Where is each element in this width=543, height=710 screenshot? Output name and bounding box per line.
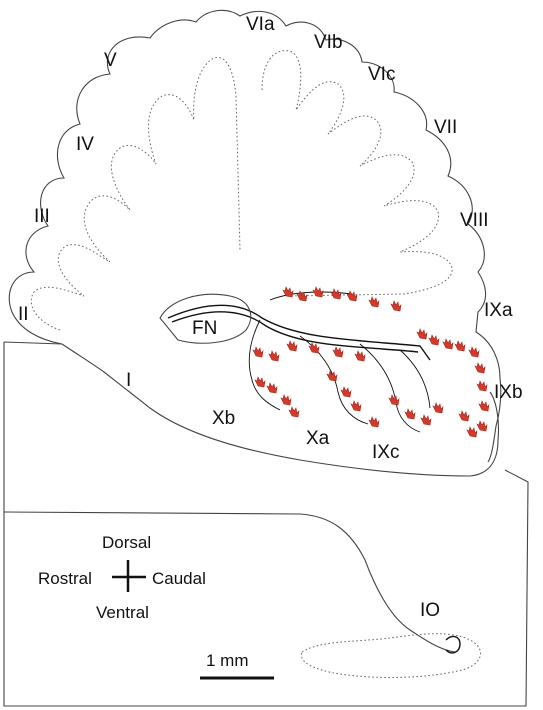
lobule-label-VII: VII — [434, 117, 457, 138]
labeled-terminal-tuft — [474, 362, 486, 374]
labeled-terminal-tuft — [288, 406, 300, 418]
brainstem-outline — [3, 341, 529, 707]
labeled-terminal-tuft — [266, 382, 278, 394]
labeled-terminal-tuft — [332, 346, 344, 358]
lower-brainstem-surface — [3, 511, 456, 653]
labeled-terminal-tuft — [466, 426, 478, 438]
orientation-ventral: Ventral — [96, 603, 149, 622]
lobule-label-VIa: VIa — [246, 14, 275, 35]
labeled-terminal-tuft — [420, 414, 432, 426]
labeled-terminal-tuft — [442, 338, 454, 350]
labeled-terminals — [252, 286, 490, 438]
labeled-terminal-tuft — [390, 300, 402, 312]
inferior-olive-injection-site — [445, 635, 461, 654]
scale-bar-label: 1 mm — [206, 651, 249, 670]
orientation-caudal: Caudal — [152, 569, 206, 588]
granular-layer-anterior — [30, 57, 241, 331]
labeled-terminal-tuft — [428, 334, 440, 346]
labeled-terminal-tuft — [280, 394, 292, 406]
lobule-label-IXa: IXa — [484, 300, 513, 321]
labeled-terminal-tuft — [350, 400, 362, 412]
labeled-terminal-tuft — [286, 340, 298, 352]
labeled-terminal-tuft — [432, 402, 444, 414]
nucleus-label-IO: IO — [420, 600, 440, 621]
labeled-terminal-tuft — [252, 346, 264, 358]
labeled-terminal-tuft — [416, 328, 428, 340]
lobule-label-II: II — [18, 304, 29, 325]
cerebellum-outer-surface — [8, 9, 502, 463]
inferior-olive-outline — [300, 633, 481, 678]
lobule-label-I: I — [126, 370, 131, 391]
labeled-terminal-tuft — [340, 386, 352, 398]
lobule-label-VIII: VIII — [460, 210, 489, 231]
labeled-terminal-tuft — [368, 296, 380, 308]
labeled-terminal-tuft — [476, 380, 488, 392]
fastigial-nucleus-outline — [159, 293, 252, 344]
labeled-terminal-tuft — [404, 408, 416, 420]
lobule-label-IV: IV — [76, 134, 94, 155]
lobule-label-IXb: IXb — [494, 382, 523, 403]
lobule-label-V: V — [104, 50, 117, 71]
labeled-terminal-tuft — [330, 288, 342, 300]
orientation-dorsal: Dorsal — [102, 533, 151, 552]
labeled-terminal-tuft — [476, 420, 488, 432]
lobule-label-Xb: Xb — [212, 408, 235, 429]
orientation-rostral: Rostral — [38, 569, 92, 588]
nucleus-label-FN: FN — [192, 318, 217, 339]
labeled-terminal-tuft — [308, 342, 320, 354]
lobule-label-Xa: Xa — [306, 428, 330, 449]
labeled-terminal-tuft — [254, 376, 266, 388]
labeled-terminal-tuft — [296, 290, 308, 302]
granular-layer-posterior — [261, 50, 453, 297]
labeled-terminal-tuft — [388, 394, 400, 406]
labeled-terminal-tuft — [312, 286, 324, 298]
labeled-terminal-tuft — [454, 340, 466, 352]
labeled-terminal-tuft — [478, 400, 490, 412]
lobule-label-VIc: VIc — [368, 64, 395, 85]
labeled-terminal-tuft — [346, 290, 358, 302]
labeled-terminal-tuft — [458, 410, 470, 422]
labeled-terminal-tuft — [368, 416, 380, 428]
lobule-label-III: III — [34, 206, 50, 227]
scale-bar: 1 mm — [200, 651, 274, 680]
labeled-terminal-tuft — [268, 350, 280, 362]
lobule-label-VIb: VIb — [314, 32, 343, 53]
lobule-label-IXc: IXc — [372, 442, 399, 463]
labeled-terminal-tuft — [326, 370, 338, 382]
labeled-terminal-tuft — [282, 286, 294, 298]
labeled-terminal-tuft — [468, 346, 480, 358]
orientation-compass: Dorsal Rostral Caudal Ventral — [38, 533, 206, 622]
labeled-terminal-tuft — [354, 350, 366, 362]
